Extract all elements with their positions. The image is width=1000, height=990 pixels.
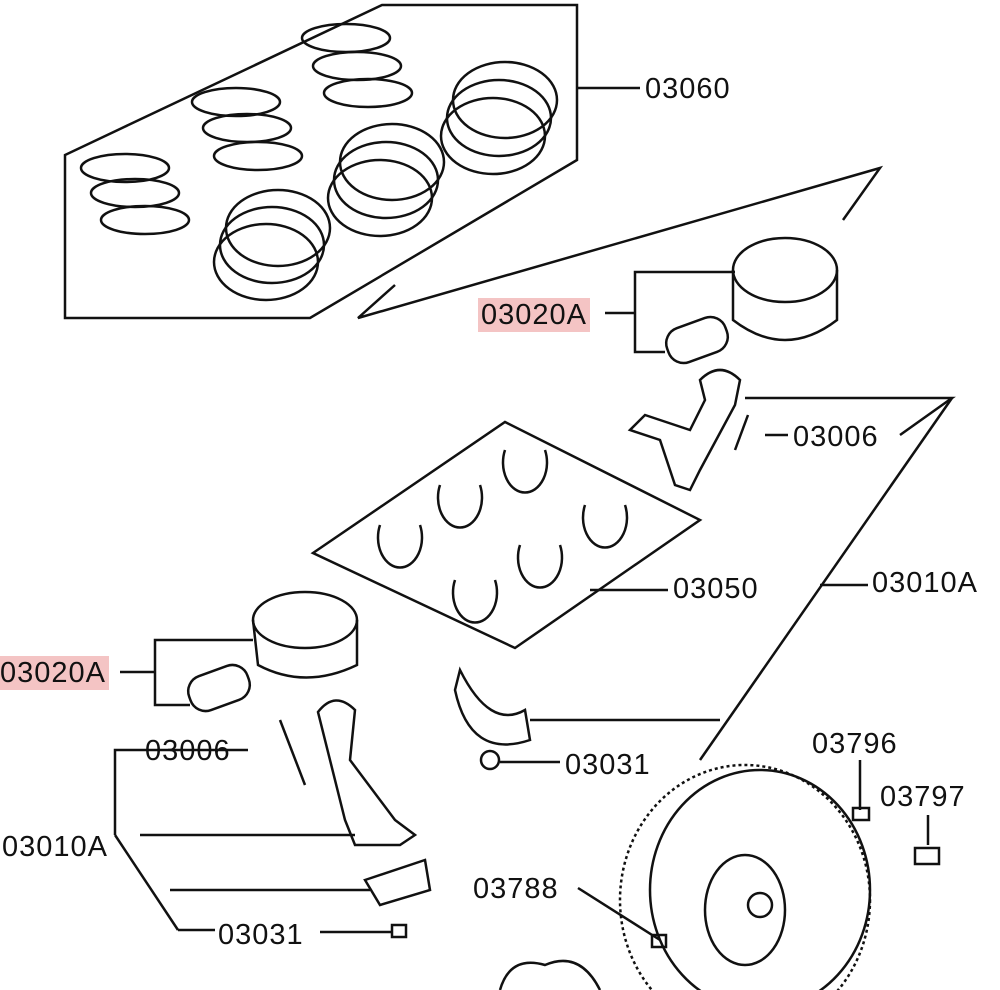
part-label-03010a-left[interactable]: 03010A xyxy=(2,831,108,863)
part-label-03010a-right[interactable]: 03010A xyxy=(872,567,978,599)
part-label-03060[interactable]: 03060 xyxy=(645,73,731,105)
part-label-03050[interactable]: 03050 xyxy=(673,573,759,605)
connecting-rod-top-drawing xyxy=(627,368,956,761)
part-label-03006-left[interactable]: 03006 xyxy=(145,735,231,767)
part-label-03797[interactable]: 03797 xyxy=(880,781,966,813)
piston-ring-set-drawing xyxy=(63,3,640,320)
part-label-03031-mid[interactable]: 03031 xyxy=(565,749,651,781)
connecting-rod-left-drawing xyxy=(113,699,432,939)
piston-top-drawing xyxy=(357,165,884,365)
part-label-03020a-top[interactable]: 03020A xyxy=(478,298,590,332)
part-label-03031-bottom[interactable]: 03031 xyxy=(218,919,304,951)
lower-bearing-cap-drawing xyxy=(453,666,720,771)
part-label-03796[interactable]: 03796 xyxy=(812,728,898,760)
flywheel-drawing xyxy=(498,760,941,990)
part-label-03006-top[interactable]: 03006 xyxy=(793,421,879,453)
piston-left-drawing xyxy=(120,590,359,713)
part-label-03788[interactable]: 03788 xyxy=(473,873,559,905)
bearing-set-drawing xyxy=(310,420,868,650)
part-label-03020a-left[interactable]: 03020A xyxy=(0,656,109,690)
